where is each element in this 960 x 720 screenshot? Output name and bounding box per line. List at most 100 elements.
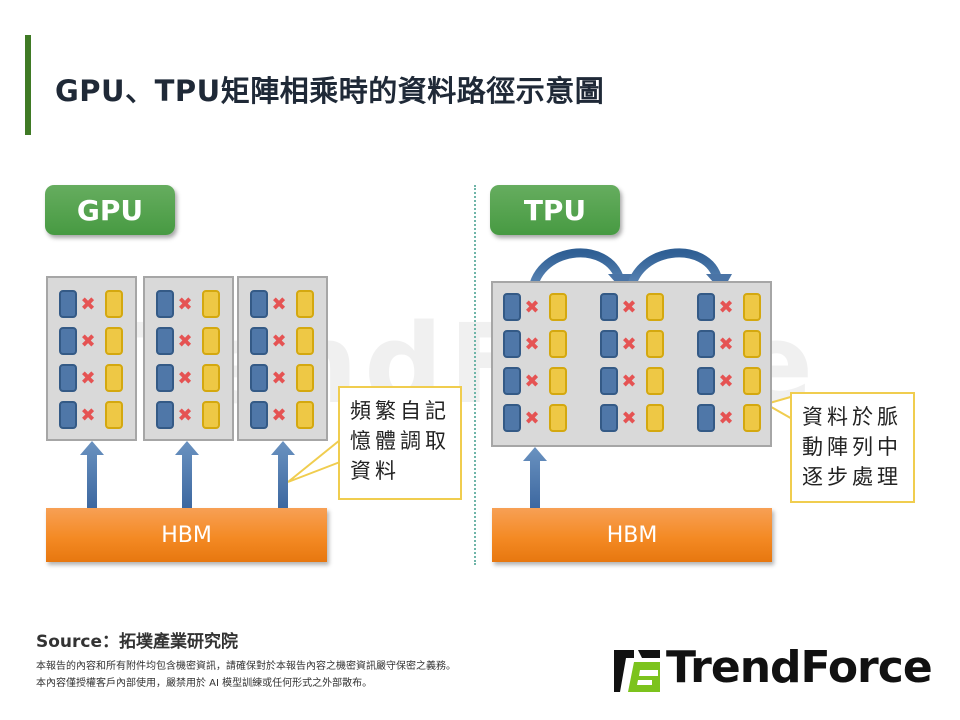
multiply-icon: ✖ — [621, 408, 637, 428]
gpu-core-panel: ✖ ✖ ✖ ✖ — [143, 276, 234, 441]
matrix-a-cell — [503, 293, 521, 321]
matrix-a-cell — [697, 330, 715, 358]
matrix-a-cell — [59, 327, 77, 355]
up-arrow-icon — [80, 441, 104, 508]
multiply-icon: ✖ — [718, 408, 734, 428]
matrix-b-cell — [743, 404, 761, 432]
multiply-icon: ✖ — [621, 371, 637, 391]
matrix-b-cell — [296, 401, 314, 429]
gpu-callout-line: 頻繁自記 — [350, 399, 450, 423]
matrix-a-cell — [697, 367, 715, 395]
multiply-icon: ✖ — [80, 405, 96, 425]
tpu-callout-line: 動陣列中 — [802, 435, 902, 459]
matrix-b-cell — [202, 327, 220, 355]
page-title: GPU、TPU矩陣相乘時的資料路徑示意圖 — [55, 74, 605, 108]
matrix-b-cell — [646, 367, 664, 395]
gpu-core-panel: ✖ ✖ ✖ ✖ — [46, 276, 137, 441]
matrix-b-cell — [646, 330, 664, 358]
multiply-icon: ✖ — [524, 297, 540, 317]
multiply-icon: ✖ — [177, 294, 193, 314]
matrix-a-cell — [250, 364, 268, 392]
multiply-icon: ✖ — [177, 331, 193, 351]
multiply-icon: ✖ — [718, 297, 734, 317]
matrix-b-cell — [105, 327, 123, 355]
section-divider — [474, 185, 476, 565]
tpu-callout-line: 資料於脈 — [802, 405, 902, 429]
matrix-b-cell — [202, 401, 220, 429]
matrix-b-cell — [743, 367, 761, 395]
matrix-a-cell — [600, 404, 618, 432]
multiply-icon: ✖ — [80, 331, 96, 351]
matrix-a-cell — [600, 330, 618, 358]
multiply-icon: ✖ — [621, 297, 637, 317]
matrix-a-cell — [59, 364, 77, 392]
matrix-a-cell — [250, 290, 268, 318]
matrix-b-cell — [296, 290, 314, 318]
tpu-hbm-block: HBM — [492, 508, 772, 562]
matrix-b-cell — [549, 330, 567, 358]
gpu-callout-line: 憶體調取 — [350, 429, 450, 453]
matrix-b-cell — [646, 404, 664, 432]
up-arrow-icon — [175, 441, 199, 508]
disclaimer-line-1: 本報告的內容和所有附件均包含機密資訊，請確保對於本報告內容之機密資訊嚴守保密之義… — [36, 661, 456, 672]
tpu-badge: TPU — [490, 185, 620, 235]
gpu-callout: 頻繁自記 憶體調取 資料 — [338, 386, 462, 500]
matrix-a-cell — [156, 364, 174, 392]
matrix-b-cell — [743, 293, 761, 321]
gpu-callout-line: 資料 — [350, 459, 400, 483]
matrix-b-cell — [202, 364, 220, 392]
multiply-icon: ✖ — [271, 331, 287, 351]
trendforce-logo-icon — [614, 650, 660, 692]
disclaimer-line-2: 本內容僅授權客戶內部使用，嚴禁用於 AI 模型訓練或任何形式之外部散布。 — [36, 678, 373, 689]
multiply-icon: ✖ — [621, 334, 637, 354]
matrix-a-cell — [503, 330, 521, 358]
multiply-icon: ✖ — [271, 405, 287, 425]
matrix-b-cell — [646, 293, 664, 321]
title-accent-bar — [25, 35, 31, 135]
matrix-a-cell — [250, 327, 268, 355]
multiply-icon: ✖ — [177, 405, 193, 425]
matrix-b-cell — [549, 404, 567, 432]
matrix-a-cell — [59, 290, 77, 318]
matrix-a-cell — [156, 290, 174, 318]
matrix-b-cell — [105, 401, 123, 429]
multiply-icon: ✖ — [718, 371, 734, 391]
multiply-icon: ✖ — [271, 294, 287, 314]
up-arrow-icon — [523, 447, 547, 508]
multiply-icon: ✖ — [524, 334, 540, 354]
matrix-a-cell — [503, 367, 521, 395]
multiply-icon: ✖ — [177, 368, 193, 388]
matrix-a-cell — [59, 401, 77, 429]
matrix-b-cell — [549, 367, 567, 395]
gpu-core-panel: ✖ ✖ ✖ ✖ — [237, 276, 328, 441]
matrix-a-cell — [600, 367, 618, 395]
matrix-b-cell — [296, 364, 314, 392]
matrix-a-cell — [156, 327, 174, 355]
matrix-b-cell — [743, 330, 761, 358]
multiply-icon: ✖ — [271, 368, 287, 388]
multiply-icon: ✖ — [718, 334, 734, 354]
matrix-a-cell — [697, 293, 715, 321]
multiply-icon: ✖ — [524, 371, 540, 391]
tpu-callout-line: 逐步處理 — [802, 465, 902, 489]
matrix-b-cell — [549, 293, 567, 321]
trendforce-logo-text: TrendForce — [666, 642, 933, 693]
tpu-callout: 資料於脈 動陣列中 逐步處理 — [790, 392, 915, 503]
multiply-icon: ✖ — [524, 408, 540, 428]
multiply-icon: ✖ — [80, 368, 96, 388]
matrix-a-cell — [503, 404, 521, 432]
gpu-hbm-block: HBM — [46, 508, 327, 562]
tpu-systolic-array: ✖ ✖ ✖ ✖ ✖ ✖ ✖ ✖ ✖ ✖ ✖ ✖ — [491, 281, 772, 447]
matrix-b-cell — [105, 364, 123, 392]
matrix-b-cell — [202, 290, 220, 318]
matrix-b-cell — [296, 327, 314, 355]
matrix-b-cell — [105, 290, 123, 318]
source-label: Source：拓墣產業研究院 — [36, 632, 239, 652]
gpu-badge: GPU — [45, 185, 175, 235]
up-arrow-icon — [271, 441, 295, 508]
matrix-a-cell — [250, 401, 268, 429]
matrix-a-cell — [156, 401, 174, 429]
multiply-icon: ✖ — [80, 294, 96, 314]
matrix-a-cell — [600, 293, 618, 321]
matrix-a-cell — [697, 404, 715, 432]
